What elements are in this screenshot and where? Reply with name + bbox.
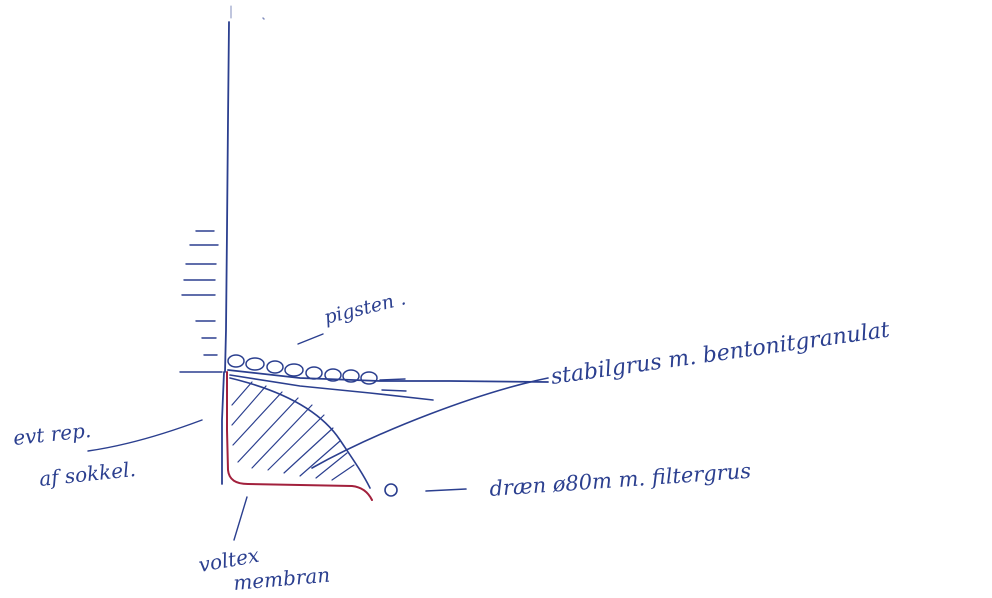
stabilgrus-small-dash-2 — [381, 389, 407, 392]
sokkel-outline — [221, 371, 225, 485]
evt-rep-leader-line — [87, 419, 203, 452]
stabilgrus-bottom-line — [229, 374, 434, 401]
label-evt-rep-line2: af sokkel. — [38, 457, 137, 491]
label-evt-rep-line1: evt rep. — [12, 418, 92, 450]
voltex-membrane-line — [226, 371, 373, 501]
ground-level-hatching — [179, 230, 223, 373]
stabilgrus-top-line — [227, 369, 549, 383]
filtergrus-wedge-outline — [229, 377, 371, 489]
label-stabilgrus: stabilgrus m. bentonitgranulat — [549, 318, 891, 390]
label-pigsten: pigsten . — [322, 287, 408, 329]
stabilgrus-small-dash — [379, 378, 406, 381]
draen-leader-line — [425, 488, 467, 492]
filtergrus-hatching — [231, 381, 355, 481]
label-draen: dræn ø80m m. filtergrus — [489, 459, 752, 501]
pigsten-leader-line — [297, 333, 324, 345]
voltex-leader-line — [233, 496, 248, 541]
top-dot-mark — [262, 17, 265, 20]
stabilgrus-leader-line — [311, 377, 549, 469]
wall-vertical-line — [224, 21, 230, 373]
draen-pipe-circle — [384, 483, 398, 497]
